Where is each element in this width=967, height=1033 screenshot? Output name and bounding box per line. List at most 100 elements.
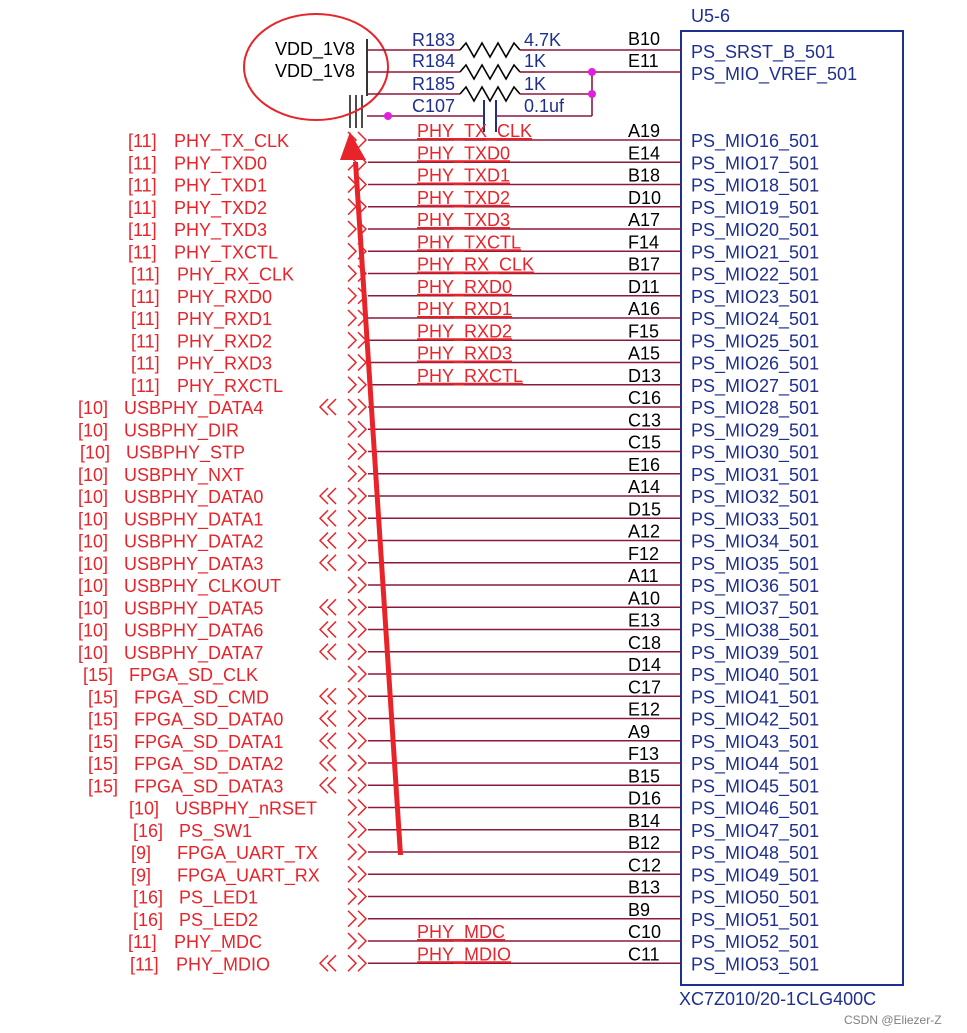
port-chevron (357, 887, 368, 906)
port-name: PHY_TXD2 (174, 198, 267, 219)
net-label: PHY_MDIO (417, 944, 511, 965)
off-sheet-ports: [11]PHY_TX_CLK[11]PHY_TXD0[11]PHY_TXD1[1… (78, 131, 368, 975)
port-chevron (357, 598, 368, 616)
port-name: USBPHY_DIR (124, 420, 239, 441)
net-label: PHY_TXCTL (417, 232, 521, 253)
port-chevron (318, 398, 329, 416)
off-sheet-port: [11]PHY_RXD2 (131, 331, 368, 352)
port-name: PHY_TXD0 (174, 153, 267, 174)
component-value: 1K (524, 51, 546, 71)
pin-name: PS_MIO35_501 (691, 554, 819, 575)
port-name: USBPHY_DATA3 (124, 554, 263, 575)
port-name: FPGA_SD_DATA2 (134, 754, 283, 775)
port-sheet-ref: [11] (131, 376, 160, 396)
port-chevron (357, 865, 368, 883)
pin-name: PS_MIO21_501 (691, 242, 819, 263)
port-sheet-ref: [15] (88, 710, 118, 730)
port-sheet-ref: [11] (128, 932, 157, 952)
component-ref: R185 (412, 74, 455, 94)
port-name: PHY_RXD1 (177, 309, 272, 330)
port-sheet-ref: [15] (83, 665, 113, 685)
port-sheet-ref: [10] (78, 554, 108, 574)
pin-name: PS_MIO46_501 (691, 799, 819, 820)
off-sheet-port: [10]USBPHY_DATA0 (78, 487, 368, 508)
pin-name: PS_MIO44_501 (691, 754, 819, 775)
port-chevron (326, 643, 337, 661)
part-name-label: XC7Z010/20-1CLG400C (679, 989, 876, 1009)
watermark: CSDN @Eliezer-Z (844, 1013, 942, 1027)
part-ref-label: U5-6 (691, 6, 730, 26)
port-name: FPGA_SD_DATA3 (134, 776, 283, 797)
pin-number: C11 (628, 944, 660, 964)
net-label: PHY_TXD3 (417, 210, 510, 231)
pin-name: PS_MIO47_501 (691, 821, 819, 842)
net-label: PHY_RXD2 (417, 321, 512, 342)
port-sheet-ref: [10] (78, 532, 108, 552)
port-chevron (326, 954, 337, 972)
off-sheet-port: [10]USBPHY_DATA7 (78, 643, 368, 664)
port-chevron (318, 487, 329, 505)
port-chevron (347, 865, 358, 883)
port-name: PS_LED1 (179, 888, 258, 909)
pin-number: B12 (628, 833, 660, 853)
pin-number: A17 (628, 210, 660, 230)
pin-number: B14 (628, 811, 660, 831)
port-chevron (326, 776, 337, 794)
off-sheet-port: [11]PHY_MDC (128, 932, 368, 953)
off-sheet-port: [10]USBPHY_DATA6 (78, 620, 368, 642)
pin-number: C17 (628, 677, 661, 697)
port-chevron (347, 821, 358, 839)
pin-number: E11 (628, 51, 659, 71)
port-chevron (347, 264, 358, 283)
port-chevron (318, 620, 329, 639)
pin-name: PS_MIO33_501 (691, 509, 819, 530)
pin-number: A19 (628, 121, 660, 141)
pin-name: PS_MIO23_501 (691, 287, 819, 308)
port-name: FPGA_SD_CLK (129, 665, 258, 686)
port-name: FPGA_SD_CMD (134, 687, 269, 708)
pin-number: E12 (628, 700, 660, 720)
pin-name: PS_MIO41_501 (691, 687, 819, 708)
pin-number: D13 (628, 366, 661, 386)
net-label: PHY_RXCTL (417, 366, 523, 387)
off-sheet-port: [15]FPGA_SD_DATA1 (88, 732, 368, 753)
power-rail-vdd-1v8: VDD_1V8 (275, 61, 355, 82)
port-chevron (347, 843, 358, 861)
junction-dot (384, 112, 392, 120)
port-chevron (357, 754, 368, 772)
net-label: PHY_TX_CLK (417, 121, 532, 142)
pin-name: PS_MIO32_501 (691, 487, 819, 508)
port-chevron (357, 687, 368, 705)
port-sheet-ref: [10] (78, 398, 108, 418)
off-sheet-port: [15]FPGA_SD_DATA0 (88, 709, 368, 731)
port-sheet-ref: [11] (131, 287, 160, 307)
pin-name: PS_MIO24_501 (691, 309, 819, 330)
port-chevron (347, 598, 358, 616)
port-chevron (347, 576, 358, 594)
off-sheet-port: [15]FPGA_SD_CMD (88, 687, 368, 708)
port-chevron (347, 620, 358, 639)
port-chevron (347, 331, 358, 349)
port-chevron (357, 932, 368, 950)
off-sheet-port: [10]USBPHY_DATA5 (78, 598, 368, 619)
port-chevron (318, 732, 329, 750)
port-name: USBPHY_DATA4 (124, 398, 263, 419)
port-chevron (326, 732, 337, 750)
port-chevron (347, 709, 358, 728)
port-chevron (347, 954, 358, 972)
port-sheet-ref: [11] (128, 242, 157, 262)
port-chevron (357, 554, 368, 572)
power-rail-vdd-1v8: VDD_1V8 (275, 39, 355, 60)
component-ref: R183 (412, 30, 455, 50)
port-chevron (357, 531, 368, 550)
